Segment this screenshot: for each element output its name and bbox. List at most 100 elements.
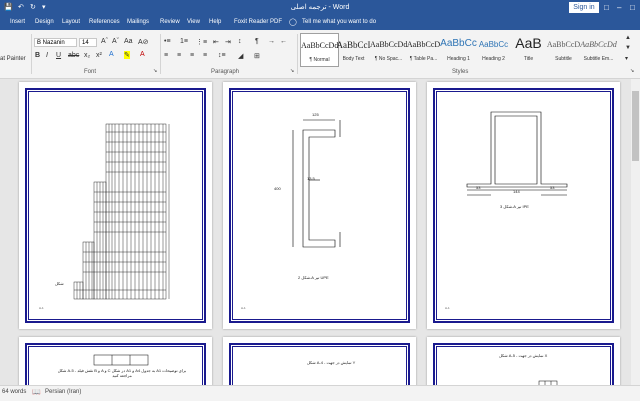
sign-in-button[interactable]: Sign in	[569, 2, 599, 13]
style-subtitle[interactable]: AaBbCcD Subtitle	[545, 33, 582, 65]
style-title[interactable]: AaB Title	[510, 33, 547, 65]
word-count[interactable]: 64 words	[2, 389, 27, 395]
customize-quick-access-icon[interactable]: ▾	[42, 4, 46, 11]
superscript-icon[interactable]: x²	[96, 52, 102, 59]
tab-layout[interactable]: Layout	[62, 19, 81, 25]
language-indicator[interactable]: Persian (Iran)	[45, 389, 82, 395]
dimension-middle: 144	[513, 189, 520, 194]
style-sample: AaBbCc	[440, 38, 477, 49]
underline-icon[interactable]: U	[56, 52, 62, 59]
justify-icon[interactable]: ≡	[203, 52, 208, 59]
font-name-box[interactable]: B Nazanin	[34, 38, 77, 47]
strikethrough-icon[interactable]: abc	[68, 52, 80, 59]
multilevel-list-icon[interactable]: ⋮≡	[196, 39, 208, 46]
save-icon[interactable]: 💾	[4, 4, 13, 11]
style-heading-2[interactable]: AaBbCc Heading 2	[475, 33, 512, 65]
dimension-top: 125	[312, 112, 319, 117]
change-case-icon[interactable]: Aa	[124, 38, 133, 45]
styles-dialog-launcher-icon[interactable]: ↘	[630, 68, 635, 74]
document-area[interactable]: شکل A-1 125 400 13.5 شکل 2-A تیر UPE A-1	[0, 79, 640, 385]
tab-mailings[interactable]: Mailings	[127, 19, 150, 25]
page-3: 53 144 53 شکل 3-A تیر IPE A-1	[427, 82, 620, 329]
style-name: ¶ Table Pa...	[409, 56, 438, 62]
page-footer: A-1	[445, 306, 450, 310]
tab-design[interactable]: Design	[35, 19, 54, 25]
shading-icon[interactable]: ◢	[238, 53, 244, 60]
styles-group-label: Styles	[452, 69, 469, 75]
figure-caption: شکل 2-A تیر UPE	[298, 275, 329, 280]
show-formatting-icon[interactable]: ¶	[255, 38, 259, 45]
document-title: ترجمه اصلی - Word	[290, 4, 350, 11]
font-color-icon[interactable]: A	[140, 51, 145, 58]
style-subtle-emphasis[interactable]: AaBbCcDd Subtitle Em...	[580, 33, 617, 65]
scrollbar-thumb[interactable]	[632, 91, 639, 161]
maximize-icon[interactable]: □	[630, 3, 635, 12]
page-border	[25, 343, 206, 385]
upe-section-figure	[292, 119, 341, 248]
ribbon-separator	[297, 34, 298, 74]
italic-icon[interactable]: I	[46, 52, 48, 59]
format-painter-button[interactable]: at Painter	[0, 56, 26, 62]
style-name: ¶ No Spac...	[374, 56, 403, 62]
rtl-direction-icon[interactable]: ←	[280, 38, 287, 45]
figure-caption: شکل A-4 - تمایش در جهت Y	[307, 360, 356, 365]
style-normal[interactable]: AaBbCcDd ¶ Normal	[300, 33, 339, 67]
styles-scroll-up-icon[interactable]: ▲	[625, 35, 631, 41]
proofing-icon[interactable]: 📖	[32, 389, 41, 396]
align-left-icon[interactable]: ≡	[164, 52, 169, 59]
column-chart-figure	[73, 123, 170, 300]
decrease-indent-icon[interactable]: ⇤	[213, 39, 219, 46]
style-name: Heading 1	[447, 56, 470, 62]
ribbon-display-options-icon[interactable]: □	[604, 3, 609, 12]
ltr-direction-icon[interactable]: →	[268, 38, 275, 45]
tab-foxit-reader-pdf[interactable]: Foxit Reader PDF	[234, 19, 283, 25]
line-spacing-icon[interactable]: ↕≡	[218, 52, 226, 59]
tab-insert[interactable]: Insert	[10, 19, 26, 25]
align-center-icon[interactable]: ≡	[177, 52, 182, 59]
bold-icon[interactable]: B	[35, 52, 41, 59]
increase-indent-icon[interactable]: ⇥	[225, 39, 231, 46]
styles-more-icon[interactable]: ▾	[625, 56, 629, 62]
bullets-icon[interactable]: •≡	[164, 38, 171, 45]
minimize-icon[interactable]: –	[617, 3, 622, 12]
dimension-right: 53	[550, 185, 555, 190]
sort-icon[interactable]: ↕	[238, 38, 242, 45]
ribbon-tabs: Insert Design Layout References Mailings…	[0, 16, 640, 30]
tab-help[interactable]: Help	[209, 19, 222, 25]
dimension-web: 13.5	[307, 176, 315, 181]
page-2: 125 400 13.5 شکل 2-A تیر UPE A-1	[223, 82, 416, 329]
redo-icon[interactable]: ↻	[30, 4, 36, 11]
style-sample: AaBbCcDd	[301, 41, 339, 50]
title-bar: 💾 ↶ ↻ ▾ ترجمه اصلی - Word Sign in □ – □	[0, 0, 640, 16]
grow-font-icon[interactable]: Aˆ	[101, 38, 108, 45]
page-5: شکل A-4 - تمایش در جهت Y	[223, 337, 416, 385]
undo-icon[interactable]: ↶	[18, 4, 24, 11]
style-body-text[interactable]: AaBbCcI Body Text	[335, 33, 372, 65]
text-effects-icon[interactable]: A	[109, 51, 114, 58]
style-heading-1[interactable]: AaBbCc Heading 1	[440, 33, 477, 65]
ribbon-separator	[160, 34, 161, 74]
shrink-font-icon[interactable]: Aˇ	[112, 38, 119, 45]
tab-review[interactable]: Review	[160, 19, 180, 25]
font-size-box[interactable]: 14	[79, 38, 97, 47]
font-dialog-launcher-icon[interactable]: ↘	[153, 68, 158, 74]
page-footer: A-1	[241, 306, 246, 310]
tab-view[interactable]: View	[187, 19, 200, 25]
styles-scroll-down-icon[interactable]: ▼	[625, 45, 631, 51]
numbering-icon[interactable]: 1≡	[180, 38, 188, 45]
align-right-icon[interactable]: ≡	[190, 52, 195, 59]
tell-me-search[interactable]: Tell me what you want to do	[302, 19, 377, 25]
dimension-left: 53	[476, 185, 481, 190]
status-bar: 64 words 📖 Persian (Iran)	[0, 385, 640, 401]
style-table-paragraph[interactable]: AaBbCcD ¶ Table Pa...	[405, 33, 442, 65]
subscript-icon[interactable]: x₂	[84, 52, 91, 59]
clear-formatting-icon[interactable]: A⊘	[138, 39, 149, 46]
highlight-icon[interactable]: ✎	[124, 51, 130, 59]
vertical-scrollbar[interactable]	[631, 79, 640, 385]
tab-references[interactable]: References	[89, 19, 120, 25]
borders-icon[interactable]: ⊞	[254, 53, 260, 60]
style-name: Heading 2	[482, 56, 505, 62]
paragraph-dialog-launcher-icon[interactable]: ↘	[290, 68, 295, 74]
style-no-spacing[interactable]: AaBbCcDd ¶ No Spac...	[370, 33, 407, 65]
page-border	[229, 343, 410, 385]
